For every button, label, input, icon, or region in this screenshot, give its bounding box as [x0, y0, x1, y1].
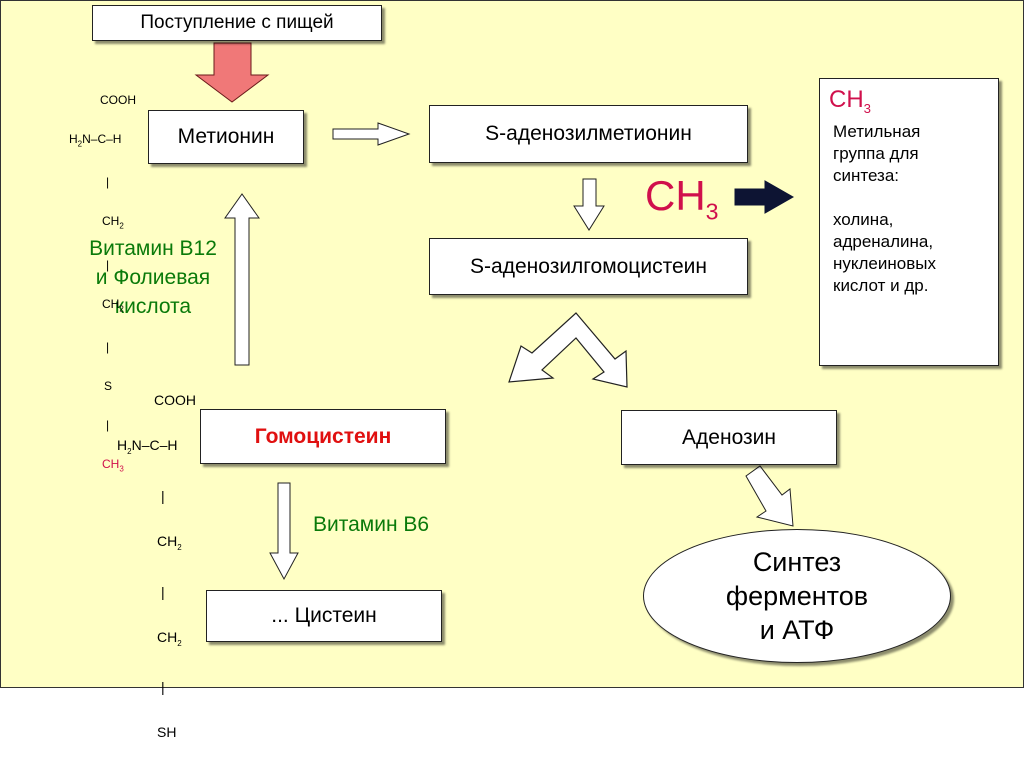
methionine-formula-ch2a-sub: 2 — [119, 221, 124, 231]
vitamin-b12-text: Витамин В12 и Фолиевая кислота — [53, 234, 253, 321]
methionine-formula-ch3-row: CH3 — [69, 458, 136, 475]
homocysteine-to-methionine-arrow — [224, 193, 260, 366]
methyl-line-4 — [833, 187, 936, 209]
homocysteine-formula-ch2b-sub: 2 — [177, 638, 182, 648]
homocysteine-formula-h-sub: 2 — [127, 446, 132, 456]
methionine-formula-bond3: | — [106, 340, 110, 355]
methionine-formula-h-sub: 2 — [77, 139, 83, 149]
synthesis-line-3: и АТФ — [759, 615, 835, 645]
methionine-formula-chh: –C–H — [90, 132, 122, 146]
methionine-formula-ch2a-row: CH2 — [69, 215, 136, 232]
methyl-panel-ch3: CH3 — [829, 87, 871, 122]
synthesis-line-1: Синтез — [752, 547, 842, 577]
methyl-panel-ch3-base: CH — [829, 86, 864, 113]
vitamin-b12-line-1: Витамин В12 — [89, 237, 217, 260]
sah-box: S-аденозилгомоцистеин — [429, 238, 748, 295]
methionine-formula-ch2a: CH — [102, 214, 120, 229]
methionine-formula: COOH H2N–C–H | CH2 | CH2 | S | CH3 — [69, 68, 136, 502]
methionine-formula-cooh: COOH — [100, 93, 136, 107]
homocysteine-to-cysteine-arrow — [269, 482, 299, 581]
intake-label: Поступление с пищей — [140, 12, 334, 33]
methionine-formula-ch2b-row: CH2 — [69, 296, 136, 315]
methionine-formula-ch3-sub: 3 — [119, 464, 124, 474]
vitamin-b6-text: Витамин В6 — [313, 511, 473, 539]
homocysteine-formula-ch2a: CH — [157, 532, 178, 549]
methionine-label: Метионин — [177, 125, 275, 148]
methyl-line-3: синтеза: — [833, 166, 900, 185]
methionine-box: Метионин — [148, 110, 304, 164]
sam-to-sah-arrow — [573, 178, 605, 231]
methyl-line-5: холина, — [833, 210, 894, 229]
vitamin-b6-label: Витамин В6 — [313, 513, 430, 536]
methionine-formula-bond1: | — [106, 175, 110, 190]
homocysteine-formula-bond3: | — [161, 679, 165, 696]
methyl-line-6: адреналина, — [833, 232, 934, 251]
methionine-formula-n: N — [82, 132, 91, 146]
homocysteine-box: Гомоцистеин — [200, 409, 446, 464]
intake-arrow — [194, 42, 270, 103]
methionine-formula-s: S — [104, 379, 113, 394]
arrows-layer — [194, 42, 795, 581]
methyl-panel-ch3-sub: 3 — [863, 100, 872, 116]
adenosine-box: Аденозин — [621, 410, 837, 465]
adenosine-to-synthesis-arrow — [745, 465, 794, 527]
methionine-formula-bond4: | — [106, 418, 110, 433]
homocysteine-formula-amine-row: H2N–C–H — [117, 438, 196, 459]
homocysteine-formula-ch2b-row: CH2 — [117, 628, 196, 651]
methionine-formula-amine-row: H2N–C–H — [69, 133, 136, 150]
methionine-formula-ch3: CH — [102, 457, 120, 472]
homocysteine-formula-ch2b: CH — [157, 628, 178, 645]
methionine-formula-bond2: | — [106, 257, 110, 272]
methyl-group-panel: CH3 Метильная группа для синтеза: холина… — [819, 78, 999, 366]
ch3-large-base: CH — [645, 172, 706, 219]
intake-box: Поступление с пищей — [92, 5, 382, 41]
homocysteine-formula-chh: –C–H — [141, 437, 178, 453]
homocysteine-formula-cooh: COOH — [154, 392, 196, 408]
synthesis-line-2: ферментов — [725, 581, 869, 611]
ch3-large-label: CH3 — [645, 173, 719, 234]
sah-split-arrow — [508, 312, 628, 388]
methyl-line-7: нуклеиновых — [833, 254, 936, 273]
homocysteine-formula: COOH H2N–C–H | CH2 | CH2 | SH — [117, 363, 196, 770]
vitamin-b12-line-3: кислота — [114, 295, 192, 318]
synthesis-ellipse: Синтез ферментов и АТФ — [643, 529, 951, 663]
sam-box: S-аденозилметионин — [429, 105, 748, 163]
diagram-canvas: Поступление с пищей Метионин S-аденозилм… — [0, 0, 1024, 740]
homocysteine-formula-ch2a-sub: 2 — [177, 542, 182, 552]
homocysteine-formula-ch2a-row: CH2 — [117, 532, 196, 555]
methyl-line-1: Метильная — [833, 122, 921, 141]
homocysteine-formula-h: H — [117, 437, 128, 453]
ch3-dark-arrow — [734, 180, 795, 214]
homocysteine-label: Гомоцистеин — [254, 424, 392, 448]
sah-label: S-аденозилгомоцистеин — [470, 254, 707, 278]
adenosine-label: Аденозин — [682, 425, 776, 449]
sam-label: S-аденозилметионин — [485, 122, 692, 145]
homocysteine-formula-bond2: | — [161, 583, 165, 600]
vitamin-b12-line-2: и Фолиевая — [95, 266, 211, 289]
methionine-to-sam-arrow — [332, 122, 411, 146]
cysteine-label: ... Цистеин — [271, 604, 377, 627]
homocysteine-formula-bond1: | — [161, 487, 165, 504]
homocysteine-formula-n: N — [131, 437, 142, 453]
methyl-line-2: группа для — [833, 144, 919, 163]
methyl-panel-description: Метильная группа для синтеза: холина, ад… — [833, 121, 936, 297]
methionine-formula-ch2b: CH — [102, 296, 120, 311]
homocysteine-formula-sh: SH — [157, 724, 177, 741]
cysteine-box: ... Цистеин — [206, 590, 442, 642]
methyl-line-8: кислот и др. — [833, 276, 929, 295]
methionine-formula-ch2b-sub: 2 — [119, 304, 124, 314]
methionine-formula-h: H — [69, 132, 78, 146]
ch3-large-sub: 3 — [705, 198, 719, 225]
